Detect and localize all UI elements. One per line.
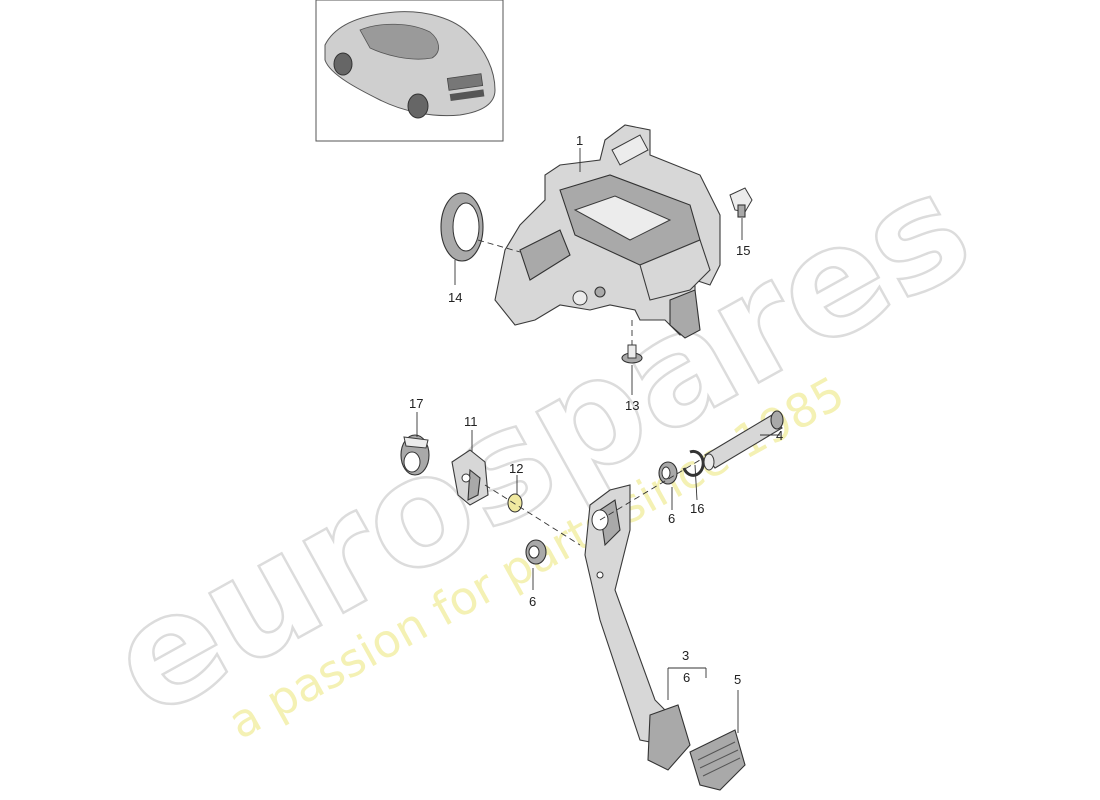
pedal-pad[interactable] [689,729,746,791]
vehicle-thumbnail[interactable] [315,0,504,142]
callout-11: 11 [464,414,478,429]
clip-part[interactable] [729,187,753,218]
callout-3-sub-6: 6 [683,670,690,685]
callout-17: 17 [409,396,423,411]
bracket-11[interactable] [451,449,489,506]
callout-5: 5 [734,672,741,687]
circlip-16[interactable] [682,449,705,477]
callout-1: 1 [576,133,583,148]
washer-12[interactable] [507,493,523,513]
bushing-6-right[interactable] [658,461,678,485]
callout-12: 12 [509,461,523,476]
shaft-pin[interactable] [703,410,784,471]
seal-ring[interactable] [440,192,484,262]
callout-6-left: 6 [529,594,536,609]
leader-lines [416,148,780,733]
callout-labels: 1 14 15 13 17 11 12 4 6 16 6 3 6 5 [409,133,783,687]
callout-3: 3 [682,648,689,663]
pedal-bracket[interactable] [494,124,721,339]
callout-16: 16 [690,501,704,516]
callout-14: 14 [448,290,462,305]
car-icon [324,11,496,119]
bushing-6-left[interactable] [525,539,547,565]
callout-15: 15 [736,243,750,258]
callout-6-right: 6 [668,511,675,526]
callout-4: 4 [776,428,783,443]
callout-13: 13 [625,398,639,413]
bushing-17[interactable] [400,434,430,476]
pedal-arm[interactable] [584,484,691,771]
